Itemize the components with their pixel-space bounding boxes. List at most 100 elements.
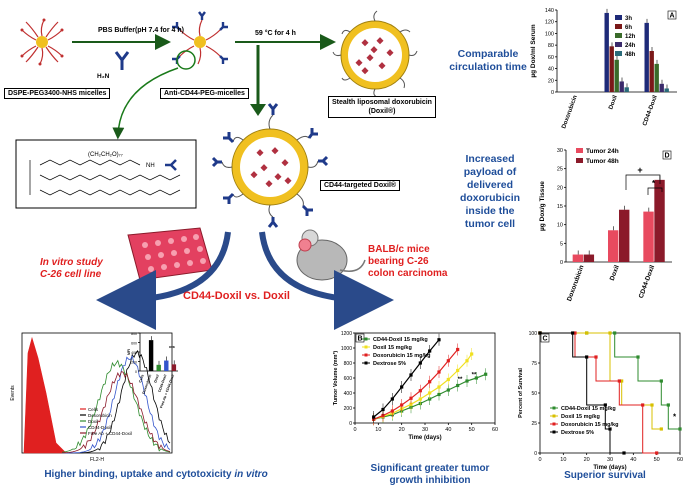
svg-text:(CH₂CH₂O)₇₇: (CH₂CH₂O)₇₇ [88,152,123,158]
bar [659,83,664,92]
nh2-label: H₂N [97,73,110,80]
significance-mark: ** [472,373,477,379]
data-point [666,403,670,407]
svg-text:NH: NH [146,163,155,169]
y-tick-label: 100 [545,31,554,37]
anti-micelle-label: Anti-CD44-PEG-micelles [160,88,249,99]
x-axis-label: Time (days) [593,465,626,471]
binding-caption: Higher binding, uptake and cytotoxicity … [44,469,268,480]
legend-label: Doxil 15 mg/kg [561,414,600,420]
data-point [573,331,577,335]
survival-caption: Superior survival [564,470,646,481]
y-axis-label: Tumor Volume (mm³) [332,351,339,406]
y-tick-label: 140 [545,8,554,14]
heat-step-label: 59 °C for 4 h [255,30,296,37]
stealth-label: Stealth liposomal doxorubicin(Doxil®) [328,96,436,118]
x-tick-label: 10 [560,457,566,463]
data-point [585,355,589,359]
data-point [659,379,663,383]
x-tick-label: 60 [492,427,498,433]
legend-label: Free Ab + CD44-Doxil [88,431,132,436]
legend-marker [364,345,368,349]
category-label: Doxil [609,264,621,282]
y-tick-label: 0 [560,260,563,266]
legend-label: 12h [625,34,636,40]
bar [148,340,154,371]
y-tick-label: 1000 [341,346,352,352]
y-tick-label: 800 [131,332,137,336]
anti-micelle-icon [172,11,228,70]
legend-swatch [576,148,583,153]
legend-label: Doxorubicin 15 mg/kg [561,422,618,428]
legend-swatch [615,15,622,20]
bar [643,211,654,262]
bar [608,230,619,262]
legend-swatch [615,42,622,47]
histogram-curve [61,359,171,453]
y-tick-label: 0 [349,421,352,427]
histogram-y-label: Events [10,385,16,401]
data-point [617,379,621,383]
y-tick-label: 30 [557,148,563,154]
y-tick-label: 5 [560,241,563,247]
targeted-liposome-icon [211,103,329,228]
significance-star: * [652,179,656,188]
y-tick-label: 60 [548,55,554,61]
histogram-cells [23,336,67,454]
category-label: CD44-Doxil [157,374,167,393]
panel-letter-box [540,333,550,343]
bar [604,12,609,92]
bar [624,87,629,92]
legend-swatch [615,24,622,29]
inset-significance: *** [169,346,175,352]
y-tick-label: 200 [344,406,353,412]
y-tick-label: 20 [557,185,563,191]
category-label: Doxil [608,94,619,110]
y-axis-label: µg Dox/ml Serum [530,24,537,77]
x-tick-label: 30 [422,427,428,433]
legend-label: Tumor 48h [586,158,619,165]
stealth-liposome-icon [332,10,418,98]
y-tick-label: 10 [557,223,563,229]
arrow-down-head [250,104,266,116]
data-point [571,331,575,335]
pbs-step-label: PBS Buffer(pH 7.4 for 4 h) [98,27,184,34]
panel-letter-box [355,333,365,343]
series-line [540,332,657,454]
category-label: Doxorubicin [142,374,153,395]
legend-label: 48h [625,52,636,58]
x-tick-label: 0 [353,427,356,433]
targeted-label: CD44-targeted Doxil® [320,180,401,191]
y-tick-label: 20 [548,78,554,84]
bar [619,81,624,92]
well-plate-icon [127,227,213,281]
data-point [594,355,598,359]
legend-label: Cells [88,407,99,412]
y-tick-label: 40 [548,67,554,73]
bar [619,209,630,262]
significance-bracket [647,187,663,195]
y-tick-label: 400 [131,351,137,355]
x-tick-label: 30 [607,457,613,463]
y-tick-label: 15 [557,204,563,210]
mouse-icon [296,229,366,281]
panel-letter: D [664,153,669,160]
legend-label: 24h [625,43,636,49]
bar [572,254,584,262]
x-tick-label: 20 [399,427,405,433]
data-point [641,403,645,407]
data-point [622,451,626,455]
y-tick-label: 75 [531,361,537,367]
legend-label: CD44-Doxil 15 mg/kg [373,337,428,343]
histogram-frame [21,332,173,454]
arrow-right-curve [259,231,394,330]
legend-label: Tumor 24h [586,148,619,155]
data-point [636,355,640,359]
x-tick-label: 0 [538,457,541,463]
data-point [655,451,659,455]
legend-marker [364,361,368,365]
